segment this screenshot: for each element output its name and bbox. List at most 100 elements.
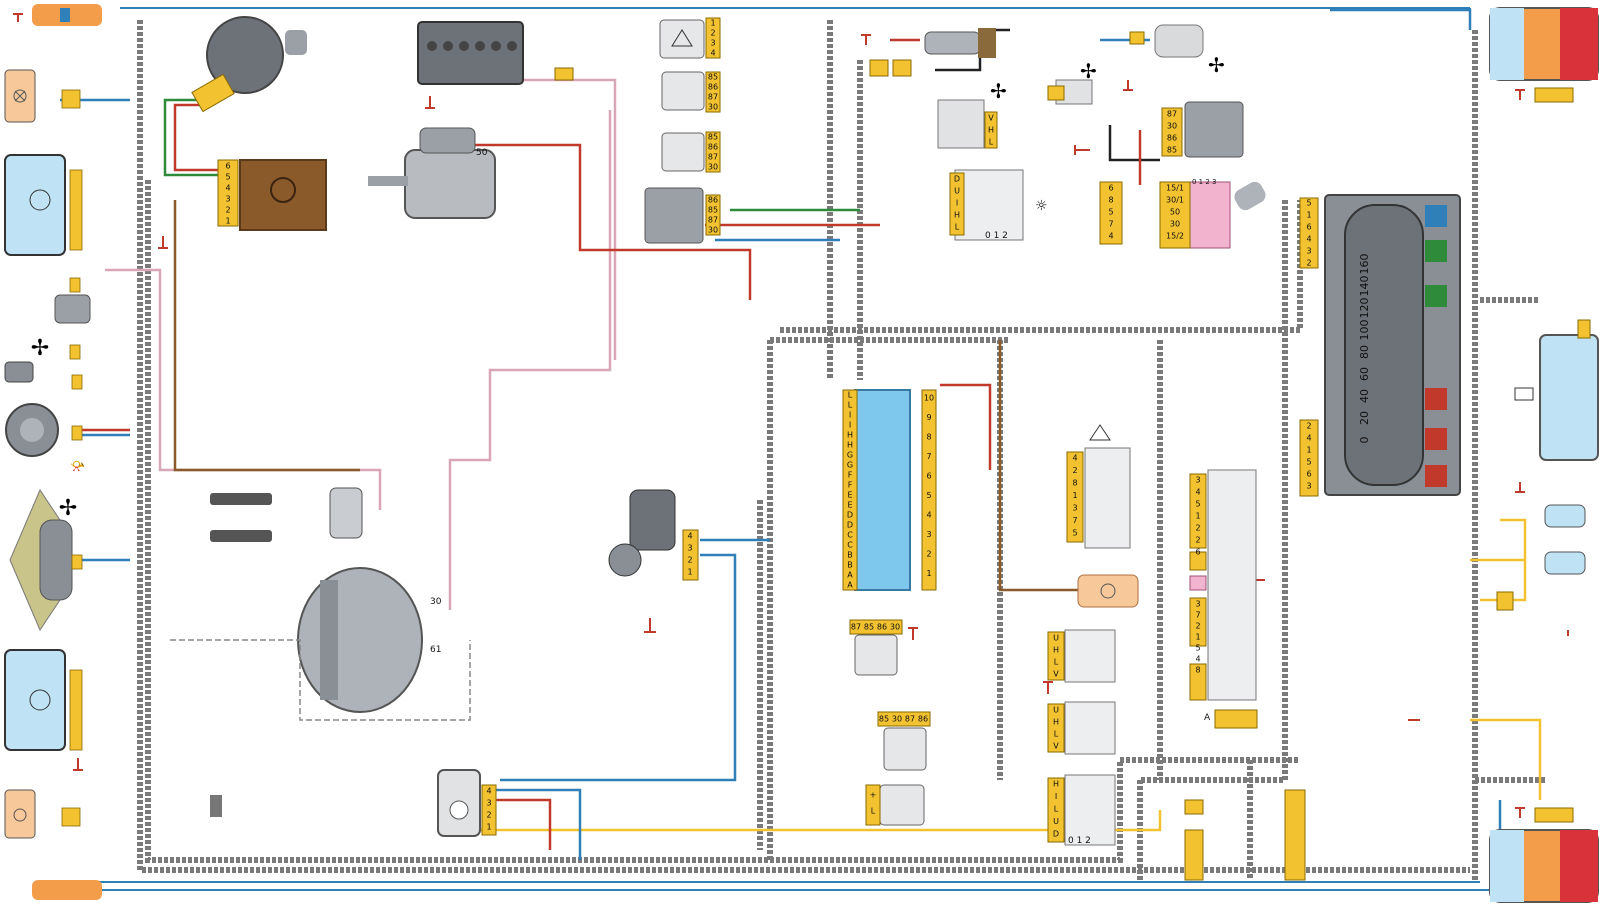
wiper-switch: 0 1 2	[1047, 774, 1116, 846]
ignition-switch-pin-5: 15/2	[1166, 232, 1184, 241]
steering-column-switch	[1189, 469, 1257, 701]
speed-mark-100: 100	[1358, 320, 1371, 341]
rear-window-heater	[1539, 334, 1599, 461]
heater-motor	[1154, 24, 1204, 58]
light-switch-pin-3: I	[956, 199, 958, 208]
fan-icon: ✢	[31, 336, 49, 361]
hazard-switch-pin-3: 8	[1072, 479, 1077, 488]
hazard-relay-pin-2: 2	[710, 29, 715, 38]
fuse-left-pin-3: I	[849, 411, 851, 420]
wiper-switch-pin-3: L	[1054, 805, 1059, 814]
fuse-left-pin-11: E	[847, 491, 852, 500]
cigar-lighter	[924, 28, 996, 58]
starter-pin-label: 50	[476, 148, 488, 158]
light-icon: ☼	[1035, 198, 1048, 214]
fog-switch-pin-1: U	[1053, 634, 1059, 643]
headlight-relay-1-pin-2: 86	[708, 83, 718, 92]
license-plate-lamps	[1544, 504, 1586, 575]
front-left-headlamp	[4, 154, 66, 256]
rear-right-lower-lamp	[1489, 829, 1599, 903]
wiper-motor-pin-1: 4	[687, 532, 692, 541]
frame-bottom-wire	[60, 881, 1490, 891]
fuse-left-pin-17: B	[847, 551, 853, 560]
starter-relay-pin-1: 86	[708, 196, 718, 205]
light-switch-pin-5: L	[955, 223, 960, 232]
wiper-switch-pin-2: I	[1055, 792, 1057, 801]
ignition-module-pin-6: 1	[225, 217, 230, 226]
horn	[5, 403, 59, 457]
starter-relay	[644, 187, 721, 244]
fuse-left-pin-9: F	[848, 471, 853, 480]
headlight-relay-1-pin-4: 30	[708, 103, 718, 112]
fan-icon: ✢	[59, 496, 77, 521]
wire-traces	[60, 8, 1542, 880]
fuse-left-pin-1: L	[848, 391, 853, 400]
ground-markers	[13, 13, 1569, 818]
ignition-switch-pin-3: 50	[1170, 208, 1180, 217]
ignition-switch-pin-4: 30	[1170, 220, 1180, 229]
hazard-relay-pin-4: 4	[710, 49, 715, 58]
headlight-relay-2-pin-1: 85	[708, 133, 718, 142]
headlight-relay-1	[661, 71, 721, 113]
svg-text:✢: ✢	[1080, 59, 1097, 83]
fan-relay-pin-1: 87	[1167, 110, 1177, 119]
fuse-left-pin-19: A	[847, 571, 853, 580]
speed-mark-160: 160	[1358, 254, 1371, 275]
cluster-pin-bottom-3: 1	[1306, 446, 1311, 455]
horn-icon: 📯	[70, 459, 85, 473]
interior-lamp	[1077, 574, 1139, 608]
steering-switch-pin-b-3: 2	[1195, 622, 1200, 631]
relay-c-pin-2: 30	[892, 715, 902, 724]
fuse-left-pin-8: G	[847, 461, 853, 470]
steering-switch-pin-a-7: 6	[1195, 548, 1200, 557]
cluster-pin-bottom-4: 5	[1306, 458, 1311, 467]
headlight-relay-1-pin-3: 87	[708, 93, 718, 102]
light-switch-pin-2: U	[954, 187, 960, 196]
fuse-right-pin-10: 1	[926, 569, 931, 578]
wiper-switch-pin-5: D	[1053, 830, 1059, 839]
light-switch-pin-4: H	[954, 211, 960, 220]
cluster-pin-top-5: 3	[1306, 247, 1311, 256]
steering-switch-pin-a-3: 5	[1195, 500, 1200, 509]
ignition-conn-pin-1: 6	[1108, 184, 1113, 193]
ignition-conn-pin-2: 8	[1108, 196, 1113, 205]
cooling-fan	[9, 488, 73, 632]
alternator: 30 61	[297, 567, 442, 713]
relay-c-pin-4: 86	[918, 715, 928, 724]
steering-switch-pin-b-7: 8	[1195, 666, 1200, 675]
gauge-sender-pin-4: 1	[486, 823, 491, 832]
fuse-right-pin-1: 10	[924, 394, 934, 403]
wiper-motor-pin-4: 1	[687, 568, 692, 577]
fuel-gauge-sender	[437, 769, 497, 837]
headlight-relay-2	[661, 131, 721, 173]
fog-switch-pin-3: L	[1054, 658, 1059, 667]
cluster-pin-bottom-6: 3	[1306, 482, 1311, 491]
sensor-module	[865, 784, 925, 826]
ignition-module-pin-4: 3	[225, 195, 230, 204]
ignition-switch-pin-1: 15/1	[1166, 184, 1184, 193]
fuse-right-pin-3: 8	[926, 433, 931, 442]
fan-icon: ✢	[1080, 59, 1097, 83]
gauge-sender-pin-2: 3	[486, 799, 491, 808]
fuse-left-pin-7: G	[847, 451, 853, 460]
alternator-terminal-61: 61	[430, 645, 441, 655]
ignition-module-pin-2: 5	[225, 173, 230, 182]
hazard-switch-pin-5: 3	[1072, 504, 1077, 513]
fuse-left-pin-15: C	[847, 531, 853, 540]
speed-mark-120: 120	[1358, 298, 1371, 319]
fuse-right-pin-9: 2	[926, 550, 931, 559]
headlight-relay-2-pin-4: 30	[708, 163, 718, 172]
wiper-motor	[608, 489, 699, 581]
hazard-switch	[1066, 424, 1131, 549]
instrument-cluster	[1299, 194, 1461, 497]
speed-mark-40: 40	[1358, 389, 1371, 403]
pressure-sensor	[4, 294, 91, 383]
frame-wire	[120, 7, 1471, 20]
fan-relay-pin-3: 86	[1167, 134, 1177, 143]
steering-switch-pin-a-4: 1	[1195, 512, 1200, 521]
fuse-right-pin-4: 7	[926, 452, 931, 461]
rear-right-upper-lamp	[1489, 7, 1599, 81]
